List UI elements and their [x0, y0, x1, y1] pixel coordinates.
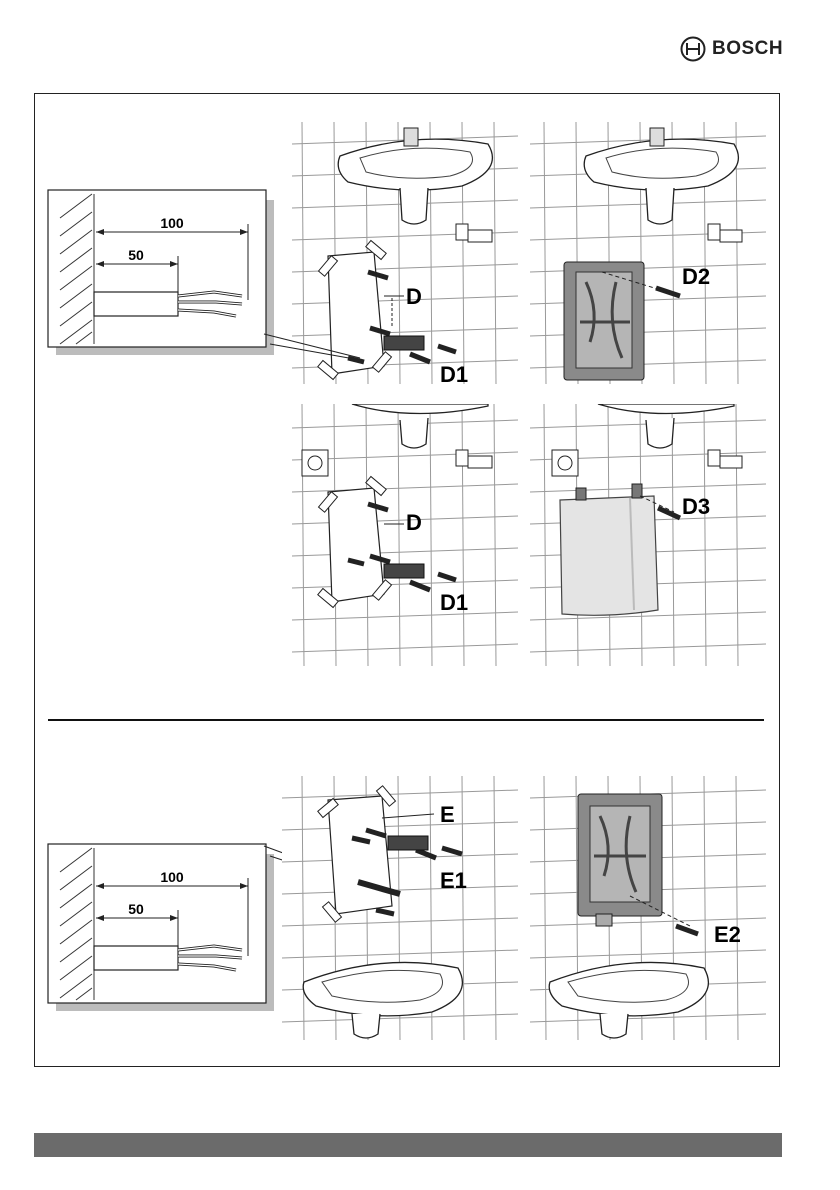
- cable-strip-inset-top: 100 50: [46, 188, 278, 358]
- label-d1: D1: [440, 362, 468, 384]
- mounting-panel-e2: E2: [530, 776, 766, 1040]
- bosch-armature-icon: [680, 36, 706, 62]
- footer-bar: [34, 1133, 782, 1157]
- brand-name: BOSCH: [712, 38, 783, 60]
- section-divider: [48, 719, 764, 721]
- label-d1: D1: [440, 590, 468, 615]
- label-e1: E1: [440, 868, 467, 893]
- dimension-50-label: 50: [128, 247, 144, 263]
- brand-logo: BOSCH: [680, 36, 783, 62]
- dimension-50-label: 50: [128, 901, 144, 917]
- label-d2: D2: [682, 264, 710, 289]
- label-d: D: [406, 510, 422, 535]
- dimension-100-label: 100: [160, 869, 184, 885]
- label-d3: D3: [682, 494, 710, 519]
- label-e: E: [440, 802, 455, 827]
- mounting-panel-d3: D3: [530, 404, 766, 666]
- dimension-100-label: 100: [160, 215, 184, 231]
- wall-socket-icon: [552, 450, 578, 476]
- mounting-panel-d2: D2: [530, 122, 766, 384]
- wall-socket-icon: [302, 450, 328, 476]
- callout-line: [260, 330, 380, 370]
- label-e2: E2: [714, 922, 741, 947]
- label-d: D: [406, 284, 422, 309]
- cable-strip-inset-bottom: 100 50: [46, 842, 278, 1014]
- mounting-panel-d-bottom: D D1: [292, 404, 518, 666]
- mounting-panel-e: E E1: [282, 776, 518, 1040]
